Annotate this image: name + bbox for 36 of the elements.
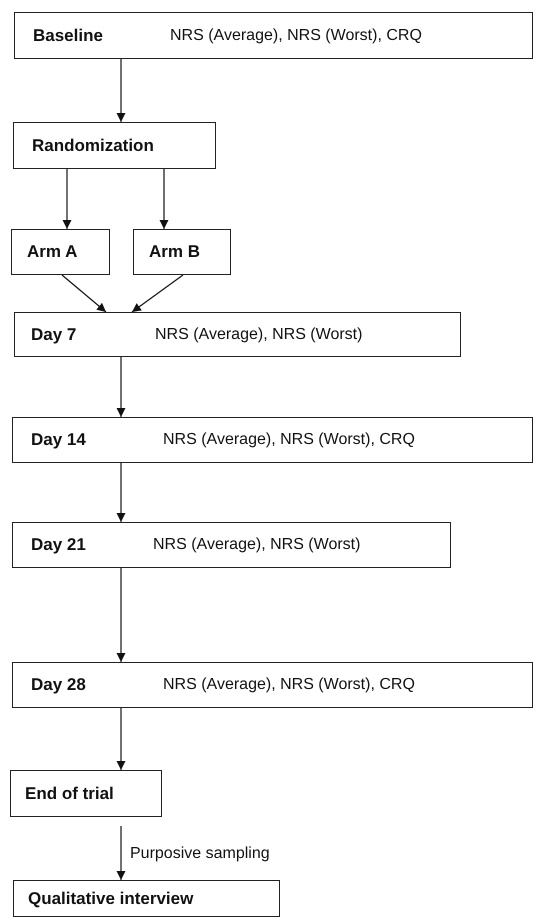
step-title: Arm A <box>27 242 78 262</box>
process-box <box>10 770 162 817</box>
arrow <box>62 274 106 312</box>
measures-text: NRS (Average), NRS (Worst), CRQ <box>163 676 415 694</box>
arrow <box>116 826 126 880</box>
step-title: Day 21 <box>31 535 86 555</box>
process-box <box>13 880 280 917</box>
arrow <box>116 708 126 770</box>
arrow <box>62 169 72 229</box>
arrow <box>116 463 126 522</box>
process-box <box>14 312 461 357</box>
edge-label: Purposive sampling <box>130 845 270 863</box>
measures-text: NRS (Average), NRS (Worst), CRQ <box>170 26 422 44</box>
process-box <box>12 662 533 708</box>
measures-text: NRS (Average), NRS (Worst) <box>155 326 362 344</box>
step-title: Day 14 <box>31 430 86 450</box>
step-title: Arm B <box>149 242 200 262</box>
measures-text: NRS (Average), NRS (Worst), CRQ <box>163 431 415 449</box>
arrow <box>132 274 184 312</box>
step-title: End of trial <box>25 784 114 804</box>
step-title: Day 7 <box>31 324 76 344</box>
step-title: Day 28 <box>31 675 86 695</box>
step-title: Qualitative interview <box>28 888 194 908</box>
step-title: Randomization <box>32 136 154 156</box>
step-title: Baseline <box>33 26 103 46</box>
arrow <box>116 59 126 122</box>
process-box <box>12 522 451 568</box>
process-box <box>11 229 110 275</box>
process-box <box>14 12 533 59</box>
arrow <box>116 357 126 417</box>
process-box <box>13 122 216 169</box>
arrow <box>116 568 126 662</box>
arrow <box>160 169 168 229</box>
process-box <box>133 229 231 275</box>
measures-text: NRS (Average), NRS (Worst) <box>153 536 360 554</box>
process-box <box>12 417 533 463</box>
